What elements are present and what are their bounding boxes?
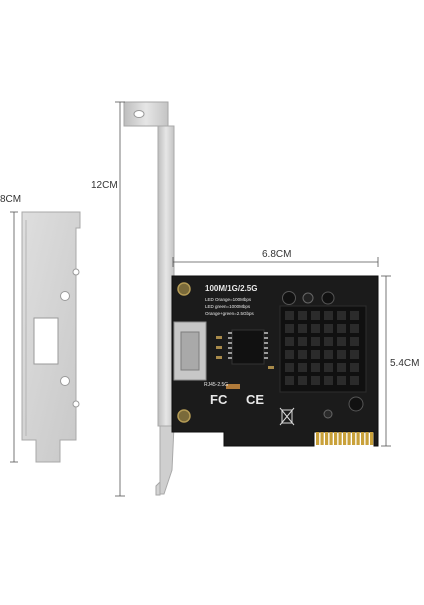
led-legend-line-3: Orange+green=2.5Gbps <box>205 311 254 316</box>
dimension-label-12cm: 12CM <box>91 180 118 191</box>
dimension-lines <box>10 101 391 497</box>
led-legend-line-1: LED Orange=100Mbps <box>205 297 252 302</box>
speed-title: 100M/1G/2.5G <box>205 284 258 293</box>
weee-bin-icon <box>279 407 295 426</box>
fcc-mark: FC <box>210 392 228 407</box>
full-height-bracket <box>123 101 175 496</box>
port-label: RJ45-2.5G <box>204 382 229 388</box>
gold-fingers <box>316 432 374 445</box>
led-legend-line-2: LED green=1000Mbps <box>205 304 251 309</box>
low-profile-bracket <box>21 211 81 463</box>
dimension-label-5-4cm: 5.4CM <box>390 358 420 369</box>
dimension-label-6-8cm: 6.8CM <box>260 249 294 260</box>
controller-chip <box>231 329 265 365</box>
network-card-pcb <box>171 275 379 447</box>
ce-mark: CE <box>246 392 265 407</box>
dimension-label-8cm: 8CM <box>0 194 22 205</box>
heatsink <box>279 305 367 393</box>
